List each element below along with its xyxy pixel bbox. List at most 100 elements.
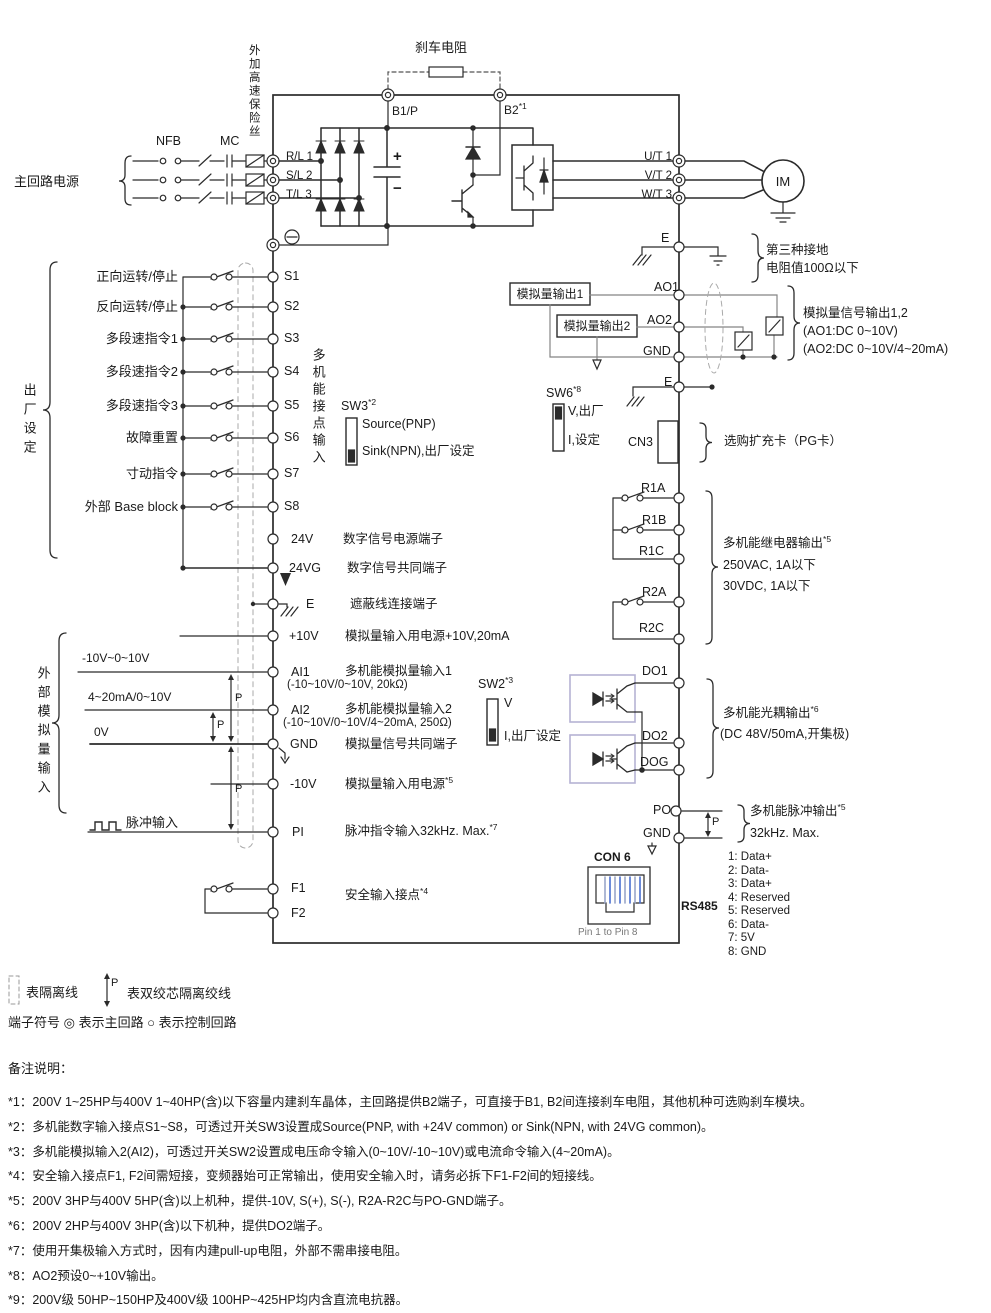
rs485-pin: 7: 5V [728,932,755,944]
grounding-desc-2: 电阻值100Ω以下 [766,261,859,275]
twisted-pair-p: P [235,783,243,795]
external-fuse-label: 外加高速保险丝 [247,44,260,139]
terminal-f2: F2 [291,906,306,920]
note-item: *9：200V级 50HP~150HP及400V级 100HP~425HP均内含… [8,1293,409,1308]
rectifier-bridge [278,127,534,227]
note-item: *8：AO2预设0~+10V输出。 [8,1268,164,1283]
analog-output2-box-label: 模拟量输出2 [563,319,631,333]
terminal-ai2: AI2 [291,703,310,717]
terminal-ai2-spec: (-10~10V/0~10V/4~20mA, 250Ω) [283,717,452,729]
inverter-module [511,144,554,211]
rs485-pin: 2: Data- [728,864,769,877]
third-type-grounding [632,233,765,283]
terminal-s2: S2 [284,299,300,313]
note-item: *2：多机能数字输入接点S1~S8，可透过开关SW3设置成Source(PNP,… [8,1119,714,1134]
terminal-e-shield: E [306,597,315,611]
terminal-b2-label: B2*1 [504,101,527,117]
con6-pin-range: Pin 1 to Pin 8 [578,927,638,938]
terminal-m10v: -10V [290,777,317,791]
zero-volt-label: 0V [94,725,109,739]
note-item: *7：使用开集极输入方式时，因有内建pull-up电阻，外部不需串接电阻。 [8,1243,408,1258]
analog-output-desc1: 模拟量信号输出1,2 [803,306,908,320]
note-item: *4：安全输入接点F1, F2间需短接，变频器始可正常输出，使用安全输入时，请务… [8,1169,602,1184]
terminal-w-label: W/T 3 [641,189,672,201]
terminal-r1b: R1B [642,513,667,527]
twisted-pair-p: P [217,719,225,731]
terminal-b1p-label: B1/P [392,104,419,118]
sw2-v-label: V [504,696,513,710]
terminal-r2c: R2C [639,621,665,635]
terminal-ai1: AI1 [291,665,310,679]
terminal-10v: +10V [289,629,319,643]
dc-negative-terminal [278,225,389,246]
terminal-s8: S8 [284,499,300,513]
capacitor-minus: − [393,180,402,197]
input-row-label: 反向运转/停止 [96,299,178,314]
shield-terminal [250,598,299,617]
safety-input [204,882,279,919]
terminal-24vg-desc: 数字信号共同端子 [347,561,448,575]
analog-output-desc2: (AO1:DC 0~10V) [803,324,898,338]
input-row-label: 多段速指令1 [105,331,178,346]
relay-output-spec2: 30VDC, 1A以下 [723,579,811,593]
ai1-source-label: -10V~0~10V [82,651,150,665]
sw3-sink-label: Sink(NPN),出厂设定 [362,444,475,458]
relay-output-desc: 多机能继电器输出*5 [723,533,832,550]
rs485-pinout-list: 1: Data+ 2: Data- 3: Data+ 4: Reserved 5… [728,851,790,959]
mc-label: MC [220,134,240,148]
terminal-f1: F1 [291,881,306,895]
analog-output-desc3: (AO2:DC 0~10V/4~20mA) [803,342,949,356]
terminal-24vg: 24VG [289,561,321,575]
nfb-label: NFB [156,134,181,148]
analog-output-section [509,282,801,374]
terminal-dog: DOG [640,755,669,769]
rs485-pin: 1: Data+ [728,851,772,863]
terminal-ai1-desc: 多机能模拟量输入1 [345,664,452,678]
rs485-label: RS485 [681,899,718,913]
external-analog-label: 外部模拟量输入 [35,666,51,799]
capacitor-plus: + [393,148,402,165]
note-item: *1：200V 1~25HP与400V 1~40HP(含)以下容量内建刹车晶体，… [8,1095,813,1109]
motor-output-lines [552,160,764,199]
main-power-brace [118,155,132,206]
pulse-output-spec: 32kHz. Max. [750,826,820,840]
dip-switches [345,403,565,746]
con6-rj45 [587,866,651,925]
terminal-s7: S7 [284,466,300,480]
inverter-enclosure-box [272,94,680,944]
analog-output-ground [626,381,715,407]
input-row-label: 外部 Base block [84,499,178,514]
input-row-label: 多段速指令3 [105,398,178,413]
grounding-desc-1: 第三种接地 [766,243,829,257]
terminal-do1: DO1 [642,664,668,678]
factory-setting-label: 出厂设定 [21,383,37,459]
terminal-s6: S6 [284,430,300,444]
terminal-s5: S5 [284,398,300,412]
rs485-pin: 6: Data- [728,918,769,931]
terminal-s-label: S/L 2 [286,170,313,182]
twisted-pair-p: P [111,977,119,989]
safety-input-desc: 安全输入接点*4 [345,885,429,902]
terminal-r1a: R1A [641,481,666,495]
twisted-pair-p: P [712,816,720,828]
rs485-pin: 5: Reserved [728,905,791,917]
sw6-v-label: V,出厂 [568,404,604,418]
con6-label: CON 6 [594,850,631,864]
terminal-ao-gnd: GND [643,344,671,358]
external-analog-brace [51,632,67,814]
terminal-po: PO [653,803,672,817]
terminal-s3: S3 [284,331,300,345]
shield-cable-loop [237,262,254,849]
sw3-source-label: Source(PNP) [362,417,436,431]
analog-input-wires [77,630,290,838]
rs485-pin: 3: Data+ [728,878,772,890]
note-item: *5：200V 3HP与400V 5HP(含)以上机种，提供-10V, S(+)… [8,1194,512,1209]
terminal-ao2: AO2 [647,313,673,327]
legend-isolation-label: 表隔离线 [26,985,79,1000]
photocoupler-desc: 多机能光耦输出*6 [723,703,819,720]
cn3-label: CN3 [628,435,654,449]
pulse-input-label: 脉冲输入 [126,815,179,830]
notes-title: 备注说明： [8,1061,74,1076]
terminal-ai1-spec: (-10~10V/0~10V, 20kΩ) [287,679,408,691]
